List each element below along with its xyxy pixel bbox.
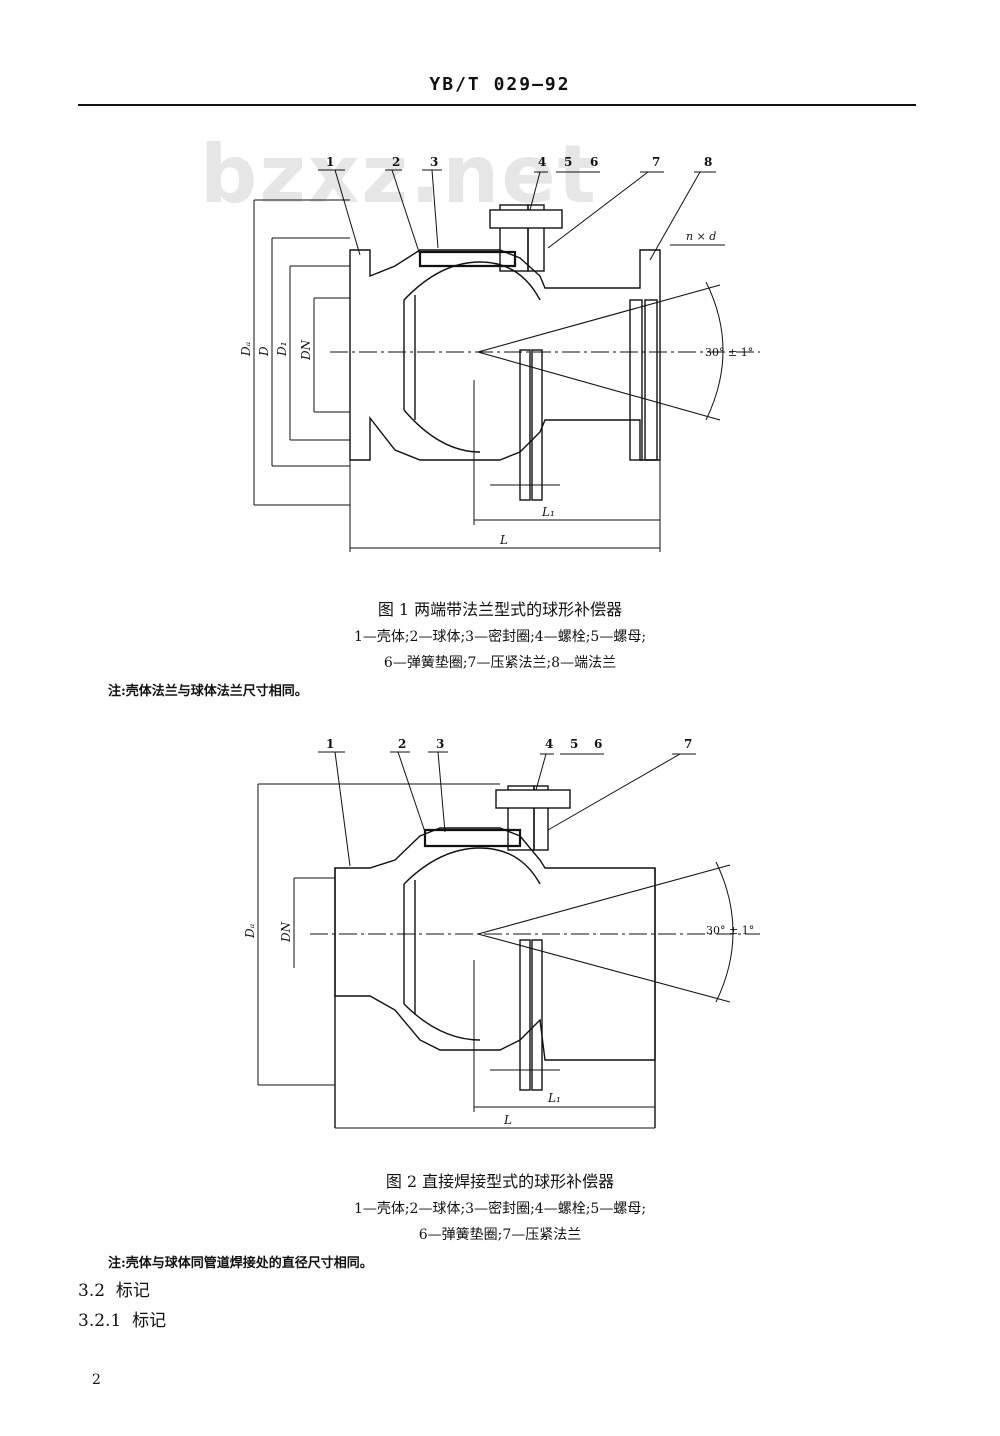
callout-7: 7 bbox=[684, 737, 692, 751]
callout-2: 2 bbox=[392, 155, 400, 169]
dim-dw-1: Dₐ bbox=[239, 342, 253, 357]
angle-label-1: 30° ± 1° bbox=[705, 346, 753, 359]
page-number: 2 bbox=[92, 1372, 101, 1388]
callout-1: 1 bbox=[326, 155, 334, 169]
callout-3: 3 bbox=[430, 155, 438, 169]
section-3-2: 3.2 标记 bbox=[78, 1276, 150, 1301]
dim-dn-2: DN bbox=[279, 921, 293, 943]
callout-5: 5 bbox=[564, 155, 572, 169]
callout-4: 4 bbox=[538, 155, 546, 169]
standard-header: YB/T 029—92 bbox=[429, 74, 571, 95]
callout-3: 3 bbox=[436, 737, 444, 751]
section-3-2-1: 3.2.1 标记 bbox=[78, 1306, 166, 1331]
figure-2-legend-line2: 6—弹簧垫圈;7—压紧法兰 bbox=[418, 1227, 582, 1243]
figure-2-note: 注:壳体与球体同管道焊接处的直径尺寸相同。 bbox=[108, 1256, 373, 1271]
dim-dw-2: Dₐ bbox=[243, 924, 257, 939]
callout-7: 7 bbox=[652, 155, 660, 169]
nxd-label: n × d bbox=[686, 230, 716, 243]
dim-l-2: L bbox=[503, 1113, 512, 1127]
section-number: 3.2 bbox=[78, 1281, 106, 1301]
header-rule bbox=[78, 104, 916, 106]
callout-6: 6 bbox=[594, 737, 602, 751]
figure-2-legend-line1: 1—壳体;2—球体;3—密封圈;4—螺栓;5—螺母; bbox=[353, 1201, 647, 1217]
callout-1: 1 bbox=[326, 737, 334, 751]
dim-dn-1: DN bbox=[299, 339, 313, 361]
section-number: 3.2.1 bbox=[78, 1311, 122, 1331]
figure-1-note: 注:壳体法兰与球体法兰尺寸相同。 bbox=[108, 684, 308, 699]
dim-l-1: L bbox=[499, 533, 508, 547]
callout-6: 6 bbox=[590, 155, 598, 169]
figure-1-legend-line1: 1—壳体;2—球体;3—密封圈;4—螺栓;5—螺母; bbox=[353, 629, 647, 645]
section-title: 标记 bbox=[132, 1311, 167, 1331]
dim-d1: D₁ bbox=[275, 342, 289, 357]
figure-2-drawing: 1 2 3 4 5 6 7 30° ± 1° Dₐ DN L bbox=[243, 737, 760, 1129]
dim-l1-1: L₁ bbox=[541, 505, 555, 519]
figure-1-drawing: 1 2 3 4 5 6 7 8 30° ± 1° n × d bbox=[239, 155, 760, 552]
figure-1-caption: 图 1 两端带法兰型式的球形补偿器 bbox=[377, 600, 623, 619]
figure-1-legend-line2: 6—弹簧垫圈;7—压紧法兰;8—端法兰 bbox=[383, 655, 617, 671]
callout-8: 8 bbox=[704, 155, 712, 169]
callout-4: 4 bbox=[545, 737, 553, 751]
dim-l1-2: L₁ bbox=[547, 1091, 561, 1105]
angle-label-2: 30° ± 1° bbox=[706, 924, 754, 937]
section-title: 标记 bbox=[115, 1281, 150, 1301]
callout-5: 5 bbox=[570, 737, 578, 751]
figure-2-caption: 图 2 直接焊接型式的球形补偿器 bbox=[385, 1172, 615, 1191]
dim-d: D bbox=[257, 346, 271, 357]
callout-2: 2 bbox=[398, 737, 406, 751]
